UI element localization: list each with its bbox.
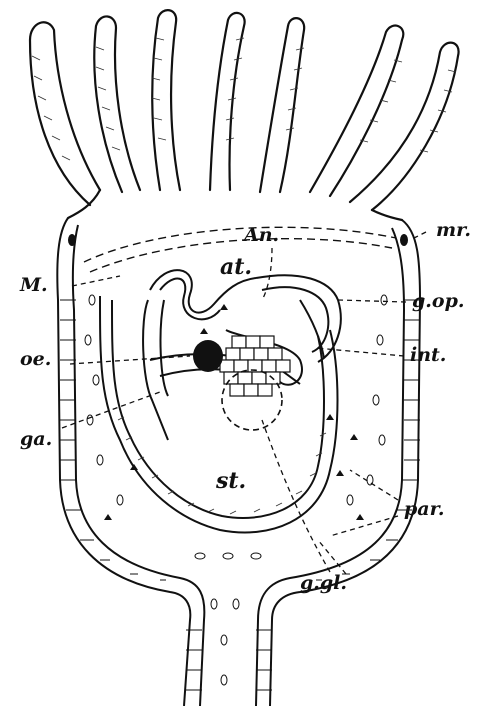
body-wall xyxy=(57,218,420,706)
label-ganglion: ga. xyxy=(20,430,52,449)
label-mouth: M. xyxy=(20,276,48,295)
tentacle-base-left xyxy=(68,190,100,218)
ganglion-spot xyxy=(193,340,223,372)
outer-wall-right xyxy=(270,220,420,706)
tentacle-7 xyxy=(350,43,459,210)
outer-wall xyxy=(57,218,190,706)
tentacle-1 xyxy=(30,22,100,205)
tentacle-cilia xyxy=(32,38,456,160)
label-oesophagus: oe. xyxy=(20,350,51,369)
tentacle-2 xyxy=(94,16,140,192)
label-retractor-muscle: mr. xyxy=(436,221,471,240)
label-atrium: at. xyxy=(220,256,252,278)
label-genital-opening: g.op. xyxy=(412,292,464,311)
stomach-cilia xyxy=(118,417,326,514)
tentacle-3 xyxy=(152,10,180,190)
label-parenchyma: par. xyxy=(404,500,444,519)
tentacle-6 xyxy=(310,26,403,196)
label-genital-glands: g.gl. xyxy=(300,574,347,593)
retractor-muscles xyxy=(68,234,408,246)
label-stomach: st. xyxy=(216,470,246,492)
leader-lines xyxy=(62,232,426,574)
tentacles xyxy=(30,10,459,220)
tentacle-base-right xyxy=(372,210,402,220)
oesophagus-inner xyxy=(161,300,168,396)
label-anus: An. xyxy=(244,226,279,245)
atrium-loop-inner xyxy=(160,279,220,320)
tentacle-5 xyxy=(260,18,304,192)
oesophagus xyxy=(143,300,168,440)
label-intestine: int. xyxy=(410,346,446,365)
